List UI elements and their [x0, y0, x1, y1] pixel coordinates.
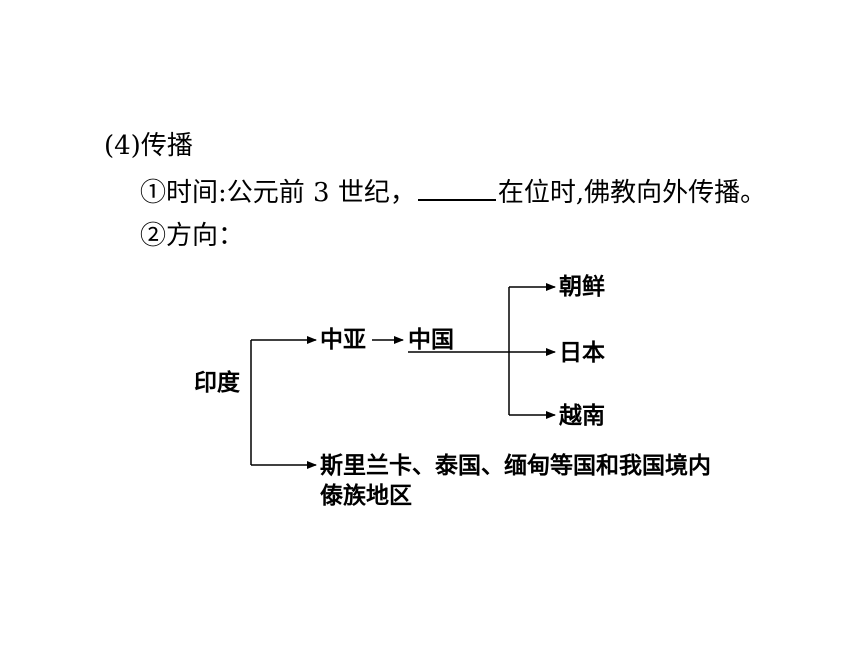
time-line: ①时间:公元前 3 世纪， 在位时,佛教向外传播。: [140, 175, 766, 209]
section-heading: (4)传播: [104, 131, 193, 161]
fill-in-blank: [417, 175, 496, 201]
direction-label: ②方向：: [140, 221, 245, 251]
node-zhongya: 中亚: [320, 327, 366, 353]
node-branch2-line1: 斯里兰卡、泰国、缅甸等国和我国境内: [320, 453, 711, 479]
time-suffix: 在位时,佛教向外传播。: [497, 178, 767, 208]
node-yuenan: 越南: [559, 403, 605, 429]
node-chaoxian: 朝鲜: [559, 274, 605, 300]
node-riben: 日本: [559, 340, 605, 366]
node-origin: 印度: [194, 370, 240, 396]
node-branch2-line2: 傣族地区: [320, 483, 412, 509]
node-zhongguo: 中国: [408, 327, 454, 353]
time-prefix: ①时间:公元前 3 世纪，: [140, 178, 416, 208]
